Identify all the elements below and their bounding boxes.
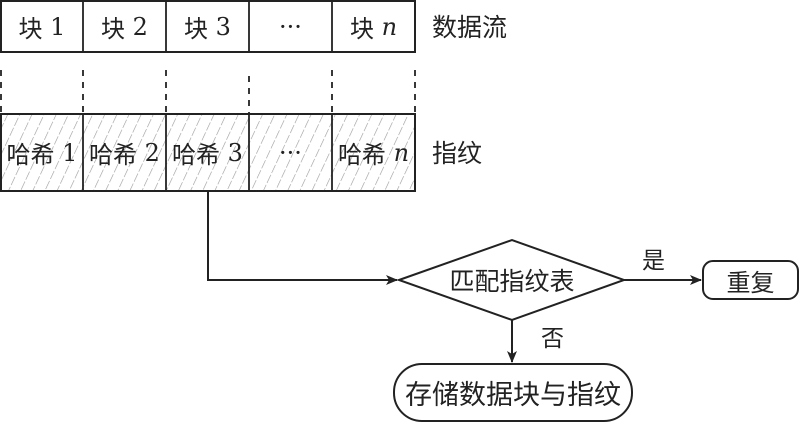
hash-index: 1 xyxy=(62,138,78,167)
decision-label: 匹配指纹表 xyxy=(449,267,575,296)
hash-to-decision-arrow xyxy=(207,191,398,285)
block-1: 块 1 xyxy=(1,1,83,52)
hash-3: 哈希 3 xyxy=(166,114,249,191)
block-index: 1 xyxy=(50,12,66,41)
hash-2: 哈希 2 xyxy=(83,114,166,191)
ellipsis: ··· xyxy=(279,12,302,41)
hash-index: 3 xyxy=(227,138,243,167)
hash-1: 哈希 1 xyxy=(1,114,83,191)
block-prefix: 块 xyxy=(101,15,126,43)
hash-index: 2 xyxy=(144,138,160,167)
repeat-node-label: 重复 xyxy=(726,268,775,297)
hash-prefix: 哈希 xyxy=(337,141,386,169)
repeat-node-box xyxy=(702,260,799,300)
hash-index: n xyxy=(393,138,410,167)
store-node-label: 存储数据块与指纹 xyxy=(405,380,621,411)
fingerprint-label: 指纹 xyxy=(432,139,483,168)
hash-prefix: 哈希 xyxy=(89,141,138,169)
block-ellipsis: ··· xyxy=(249,1,332,52)
hash-prefix: 哈希 xyxy=(172,141,221,169)
block-3: 块 3 xyxy=(166,1,249,52)
hash-n: 哈希 n xyxy=(332,114,415,191)
yes-edge-label: 是 xyxy=(642,248,665,274)
block-prefix: 块 xyxy=(18,15,43,43)
store-node-box xyxy=(393,363,633,422)
block-n: 块 n xyxy=(332,1,415,52)
block-prefix: 块 xyxy=(349,15,374,43)
hash-prefix: 哈希 xyxy=(6,141,55,169)
data-stream-label: 数据流 xyxy=(432,13,508,42)
ellipsis: ··· xyxy=(279,138,302,167)
fingerprint-row xyxy=(0,113,416,192)
block-index: 3 xyxy=(215,12,231,41)
block-2: 块 2 xyxy=(83,1,166,52)
hash-ellipsis: ··· xyxy=(249,114,332,191)
data-stream-row xyxy=(0,0,416,53)
block-index: 2 xyxy=(132,12,148,41)
block-index: n xyxy=(381,12,398,41)
dashed-separators xyxy=(0,70,416,114)
block-prefix: 块 xyxy=(184,15,209,43)
no-edge-label: 否 xyxy=(541,326,564,352)
